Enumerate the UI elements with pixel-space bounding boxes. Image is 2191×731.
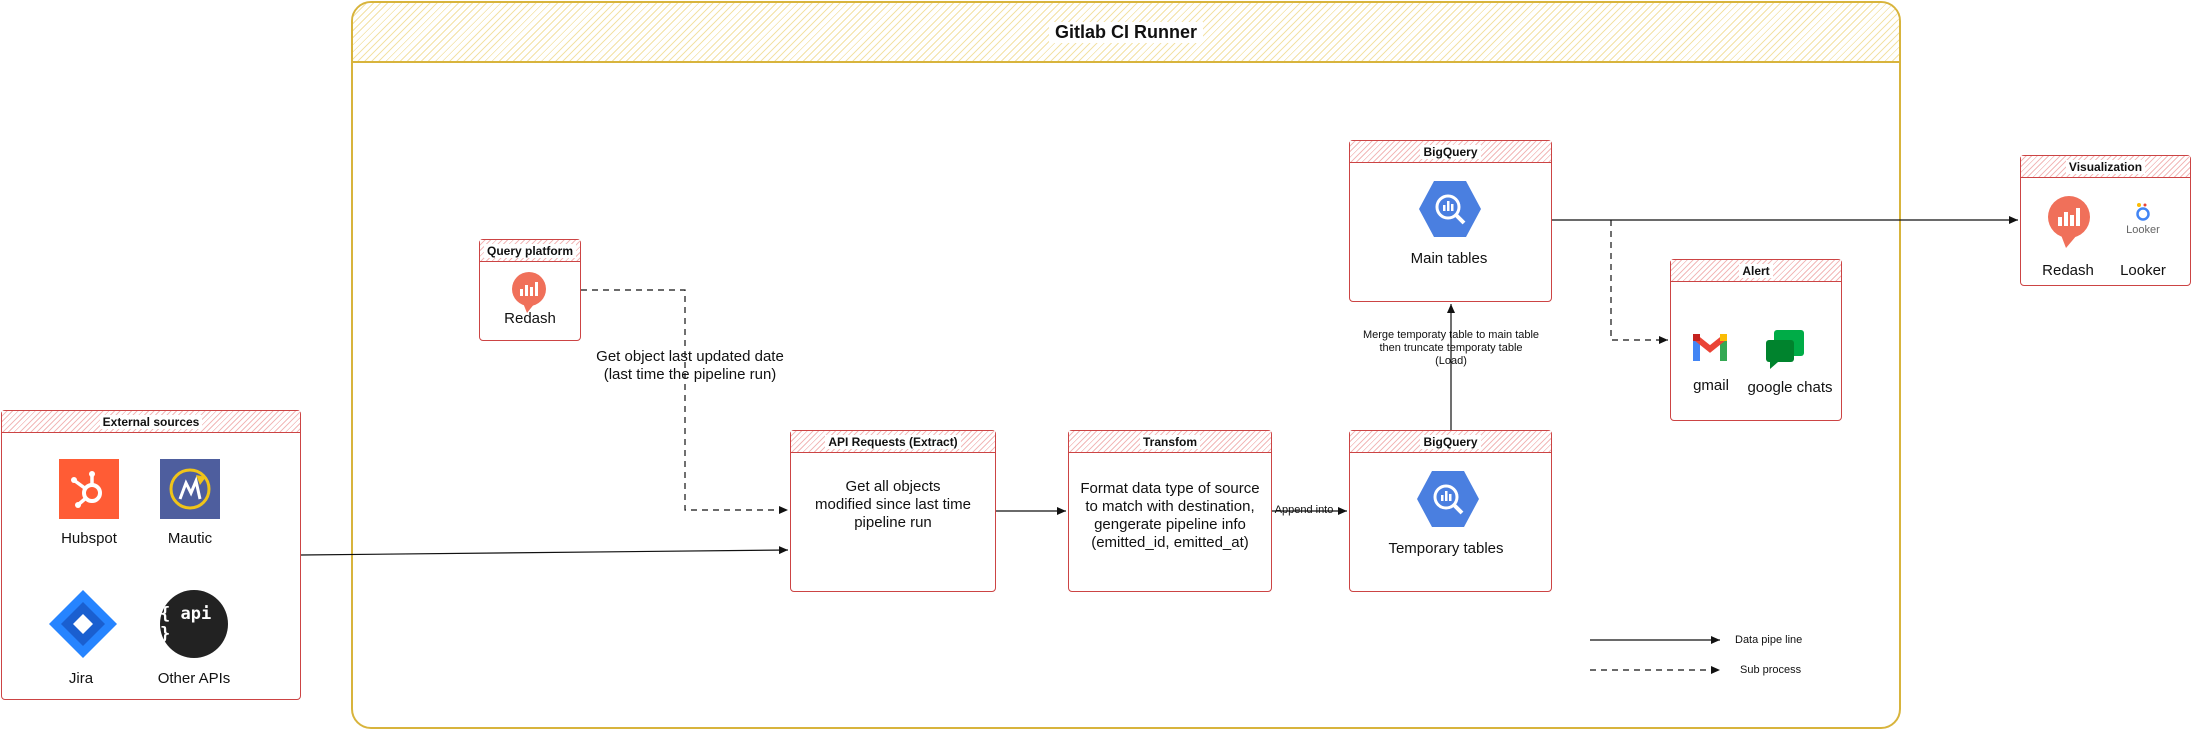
hubspot-icon <box>59 459 119 519</box>
transform-description: Format data type of source to match with… <box>1080 480 1260 551</box>
get-updated-label: Get object last updated date (last time … <box>570 348 810 384</box>
hubspot-label: Hubspot <box>61 530 117 547</box>
looker-label: Looker <box>2120 262 2166 279</box>
legend-data-pipeline-label: Data pipe line <box>1735 634 1803 646</box>
external-sources-box: External sources <box>1 410 301 700</box>
legend-sub-process-label: Sub process <box>1740 664 1802 676</box>
mautic-label: Mautic <box>167 530 213 547</box>
gmail-icon <box>1693 333 1727 361</box>
extract-box: API Requests (Extract) <box>790 430 996 592</box>
runner-header: Gitlab CI Runner <box>353 3 1899 63</box>
query-platform-header: Query platform <box>480 240 580 262</box>
merge-label: Merge temporaty table to main table then… <box>1340 329 1562 368</box>
viz-redash-label: Redash <box>2042 262 2094 279</box>
mautic-icon <box>160 459 220 519</box>
bigquery-temp-icon <box>1416 470 1480 528</box>
bigquery-main-icon <box>1418 180 1482 238</box>
temporary-tables-label: Temporary tables <box>1388 540 1504 557</box>
other-apis-label: Other APIs <box>157 670 231 687</box>
bigquery-temp-header: BigQuery <box>1350 431 1551 453</box>
alert-header: Alert <box>1671 260 1841 282</box>
external-sources-header: External sources <box>2 411 300 433</box>
jira-icon <box>47 588 119 660</box>
api-icon-text: { api } <box>160 604 212 644</box>
extract-header: API Requests (Extract) <box>791 431 995 453</box>
looker-logo-text: Looker <box>2126 224 2160 236</box>
gitlab-ci-runner-container: Gitlab CI Runner <box>351 1 1901 729</box>
jira-label: Jira <box>68 670 94 687</box>
gmail-label: gmail <box>1693 377 1729 394</box>
visualization-header: Visualization <box>2021 156 2190 178</box>
google-chats-label: google chats <box>1747 379 1833 396</box>
append-into-label: Append into <box>1272 504 1336 517</box>
main-tables-label: Main tables <box>1410 250 1488 267</box>
viz-redash-icon <box>2046 195 2092 249</box>
api-icon: { api } <box>160 590 228 658</box>
redash-icon <box>511 271 547 315</box>
transform-box: Transfom <box>1068 430 1272 592</box>
runner-title: Gitlab CI Runner <box>1048 21 1203 43</box>
transform-header: Transfom <box>1069 431 1271 453</box>
query-redash-label: Redash <box>504 310 556 327</box>
looker-icon: Looker <box>2120 200 2166 240</box>
bigquery-main-header: BigQuery <box>1350 141 1551 163</box>
bigquery-main-box: BigQuery <box>1349 140 1552 302</box>
extract-description: Get all objects modified since last time… <box>815 478 971 531</box>
google-chats-icon <box>1764 328 1806 370</box>
